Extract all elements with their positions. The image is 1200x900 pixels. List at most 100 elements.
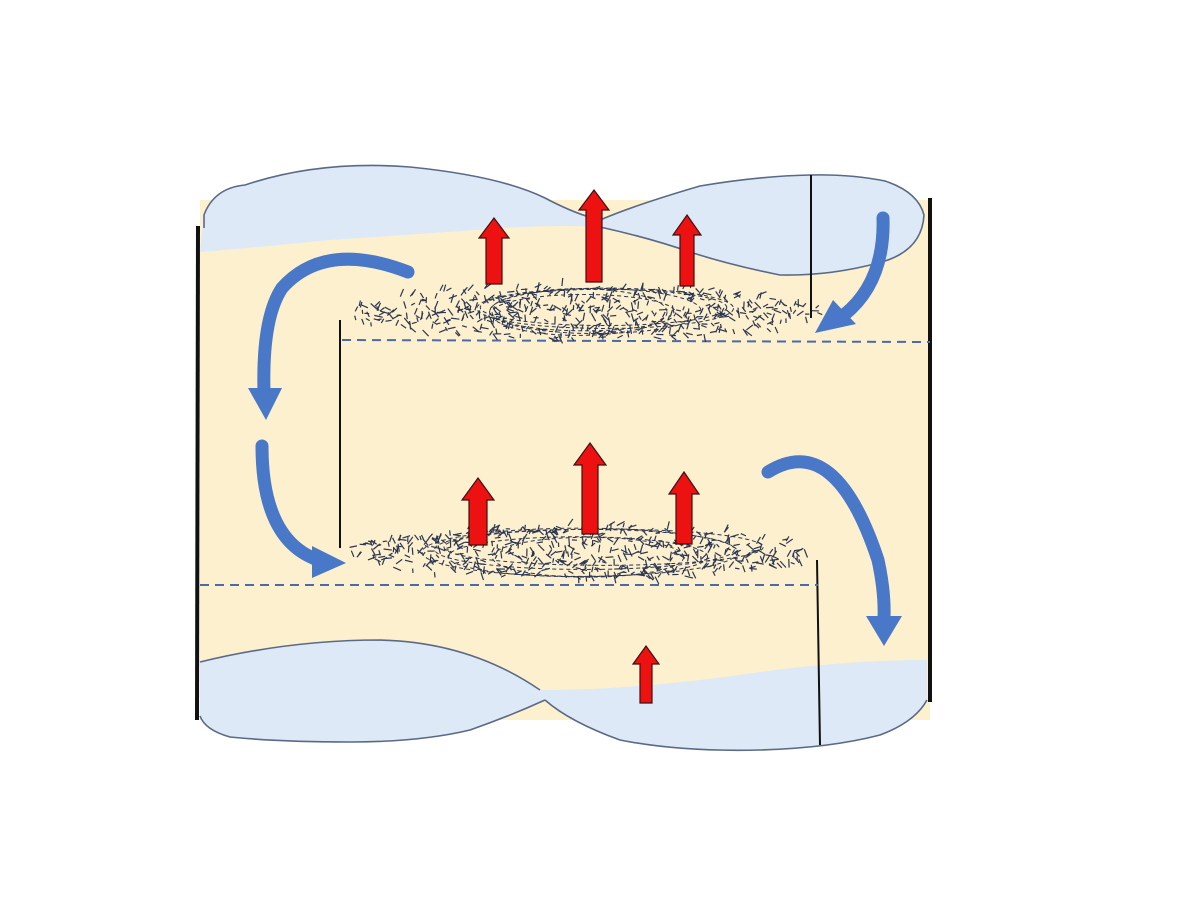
sediment-dash: [561, 307, 568, 312]
bottom-water-region: [200, 640, 927, 751]
sediment-dash: [759, 555, 764, 564]
sediment-dash: [705, 303, 711, 307]
sediment-dash: [667, 315, 671, 321]
sediment-dash: [492, 316, 495, 325]
sediment-dash: [769, 297, 777, 301]
sediment-dash: [425, 564, 433, 571]
sediment-dash: [461, 325, 468, 328]
sediment-dash: [415, 315, 420, 319]
sediment-dash: [693, 314, 696, 319]
sediment-dash: [647, 556, 654, 561]
sediment-dash: [774, 300, 780, 307]
sediment-dash: [483, 316, 490, 320]
sediment-dash: [592, 560, 597, 567]
sediment-dash: [531, 329, 537, 335]
sediment-dash: [400, 323, 407, 329]
flow-arrowhead-upper-left: [248, 388, 282, 420]
sediment-dash: [747, 544, 755, 551]
upward-arrow-bottom: [631, 644, 661, 704]
sediment-dash: [752, 307, 758, 311]
sediment-dash: [715, 291, 721, 299]
sediment-dash: [361, 318, 365, 325]
sediment-dash: [662, 555, 670, 561]
sediment-dash: [441, 559, 445, 566]
sediment-dash: [758, 291, 767, 296]
sediment-dash: [517, 309, 524, 313]
sediment-dash: [405, 312, 408, 320]
sediment-dash: [616, 520, 625, 527]
sediment-dash: [794, 548, 803, 552]
upward-arrow-upper-1: [477, 217, 511, 285]
sediment-dash: [469, 298, 478, 301]
sediment-dash: [766, 312, 772, 316]
sediment-dash: [730, 533, 739, 538]
sediment-dash: [507, 551, 514, 555]
sediment-dash: [616, 328, 624, 334]
sediment-dash: [502, 317, 508, 320]
sediment-dash: [463, 563, 469, 571]
sediment-dash: [713, 564, 717, 569]
sediment-dash: [604, 571, 608, 579]
sediment-dash: [745, 314, 750, 320]
sediment-dash: [608, 299, 611, 309]
sediment-dash: [708, 304, 711, 310]
sediment-dash: [569, 296, 573, 305]
sediment-dash: [675, 313, 683, 319]
upper-dashed-line: [341, 339, 931, 343]
sediment-dash: [491, 540, 494, 547]
sediment-dash: [723, 526, 729, 533]
sediment-dash: [601, 561, 607, 564]
sediment-dash: [733, 552, 740, 557]
sediment-dash: [493, 306, 502, 313]
sediment-dash: [790, 561, 795, 565]
sediment-dash: [786, 549, 792, 558]
sediment-dash: [474, 550, 479, 557]
sediment-dash: [752, 320, 756, 327]
sediment-dash: [521, 296, 530, 300]
sediment-dash: [537, 282, 540, 291]
sediment-dash: [612, 288, 617, 293]
sediment-dash: [561, 324, 567, 329]
sediment-dash: [597, 556, 606, 563]
sediment-dash: [798, 558, 803, 567]
sediment-dash: [434, 292, 438, 299]
sediment-dash: [699, 293, 705, 297]
sediment-dash: [592, 308, 598, 314]
sediment-dash: [409, 326, 417, 333]
sediment-dash: [383, 548, 392, 551]
sediment-dash: [453, 539, 458, 546]
sediment-dash: [552, 558, 555, 563]
sediment-dash: [491, 547, 495, 553]
sediment-dash: [716, 311, 722, 317]
sediment-dash: [643, 568, 649, 575]
sediment-dash: [541, 535, 547, 541]
top-water-outline: [203, 164, 925, 276]
sediment-dash: [683, 550, 689, 557]
sediment-dash: [733, 290, 741, 295]
sediment-dash: [359, 543, 367, 546]
sediment-dash: [434, 300, 439, 310]
sediment-dash: [402, 535, 411, 539]
sediment-dash: [640, 326, 644, 335]
sediment-dash: [590, 542, 596, 547]
sediment-dash: [644, 565, 651, 570]
sediment-dash: [508, 545, 513, 551]
sediment-dash: [791, 549, 796, 558]
sediment-dash: [602, 313, 610, 321]
sediment-dash: [686, 569, 691, 577]
sediment-dash: [548, 544, 553, 550]
sediment-dash: [646, 556, 652, 562]
sediment-dash: [580, 558, 589, 565]
sediment-dash: [529, 306, 534, 316]
sediment-dash: [530, 292, 538, 301]
sediment-dash: [701, 553, 708, 560]
sediment-dash: [734, 567, 740, 570]
sediment-dash: [661, 288, 668, 296]
sediment-dash: [699, 537, 704, 545]
sediment-dash: [494, 536, 501, 539]
sediment-dash: [754, 301, 762, 310]
sediment-dash: [413, 307, 418, 315]
sediment-dash: [541, 567, 551, 572]
sediment-dash: [696, 531, 702, 537]
sediment-dash: [495, 315, 503, 322]
